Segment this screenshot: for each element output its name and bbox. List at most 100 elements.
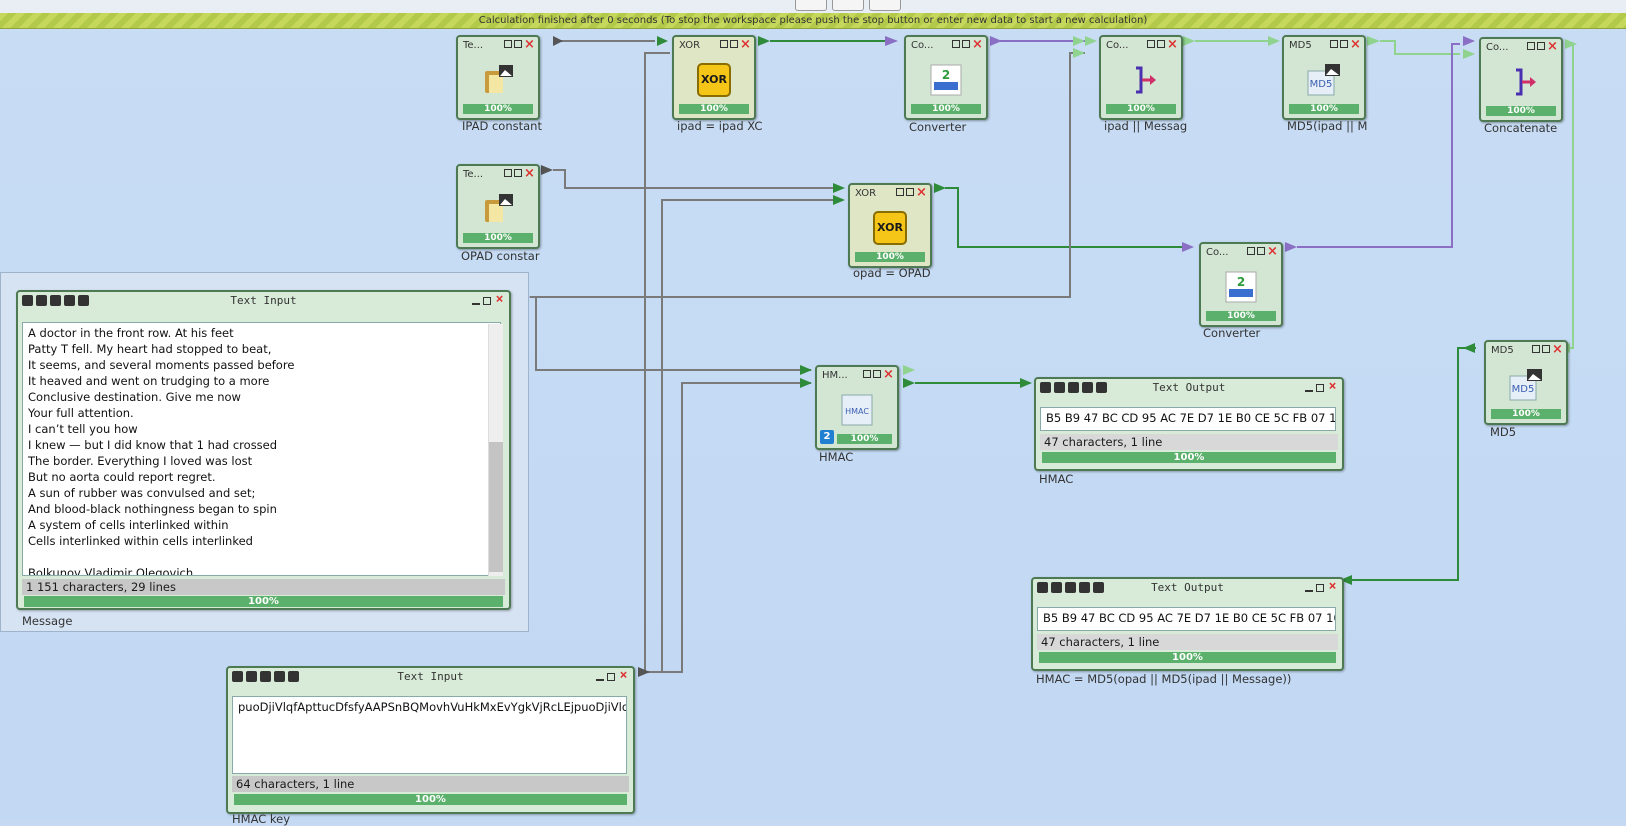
close-icon[interactable]: × [1328, 379, 1337, 394]
node-progress: 100% [1491, 409, 1561, 419]
wire-key-to-xor1 [644, 52, 670, 673]
gear-icon[interactable] [36, 295, 47, 306]
hmac-node[interactable]: HM... × HMAC 2 100% [815, 365, 899, 450]
minimize-icon[interactable] [1330, 40, 1338, 48]
help-icon[interactable] [288, 671, 299, 682]
minimize-icon[interactable] [596, 678, 604, 681]
message-textarea[interactable]: A doctor in the front row. At his feet P… [22, 322, 501, 576]
md5-final-node[interactable]: MD5 × MD5 100% [1484, 340, 1568, 425]
maximize-icon[interactable] [906, 188, 914, 196]
close-icon[interactable]: × [1350, 37, 1361, 52]
minimize-icon[interactable] [1532, 345, 1540, 353]
image-icon[interactable] [232, 671, 243, 682]
maximize-icon[interactable] [962, 40, 970, 48]
node-title: HM... [822, 370, 848, 381]
gear-icon[interactable] [1054, 382, 1065, 393]
close-icon[interactable]: × [495, 292, 504, 307]
maximize-icon[interactable] [1316, 583, 1324, 592]
image-icon[interactable] [1040, 382, 1051, 393]
opad-constant-node[interactable]: Te... × 100% [456, 164, 540, 249]
list-icon[interactable] [50, 295, 61, 306]
maximize-icon[interactable] [1157, 40, 1165, 48]
maximize-icon[interactable] [1316, 383, 1324, 392]
ipad-constant-node[interactable]: Te... × 100% [456, 35, 540, 120]
maximize-icon[interactable] [514, 169, 522, 177]
minimize-icon[interactable] [896, 188, 904, 196]
concatenate-node[interactable]: Co... × 100% [1479, 37, 1563, 122]
upload-icon[interactable] [795, 0, 827, 11]
minimize-icon[interactable] [472, 302, 480, 305]
close-icon[interactable]: × [1328, 579, 1337, 594]
list-icon[interactable] [1068, 382, 1079, 393]
minimize-icon[interactable] [504, 40, 512, 48]
output-textbox[interactable]: B5 B9 47 BC CD 95 AC 7E D7 1E B0 CE 5C F… [1037, 607, 1336, 631]
scrollbar[interactable] [488, 324, 503, 576]
minimize-icon[interactable] [1527, 42, 1535, 50]
maximize-icon[interactable] [483, 296, 491, 305]
output-textbox[interactable]: B5 B9 47 BC CD 95 AC 7E D7 1E B0 CE 5C F… [1040, 407, 1336, 431]
list-icon[interactable] [1065, 582, 1076, 593]
wire-message-to-concat [530, 52, 1085, 298]
clipboard-icon[interactable] [1082, 382, 1093, 393]
gear-icon[interactable] [246, 671, 257, 682]
close-icon[interactable]: × [1267, 244, 1278, 259]
xor-ipad-node[interactable]: XOR × XOR 100% [672, 35, 756, 120]
minimize-icon[interactable] [863, 370, 871, 378]
help-icon[interactable] [1096, 382, 1107, 393]
close-icon[interactable]: × [972, 37, 983, 52]
maximize-icon[interactable] [873, 370, 881, 378]
close-icon[interactable]: × [524, 37, 535, 52]
concat-ipad-message-node[interactable]: Co... × 100% [1099, 35, 1183, 120]
hmac-text-output[interactable]: Text Output × B5 B9 47 BC CD 95 AC 7E D7… [1034, 377, 1344, 471]
help-icon[interactable] [78, 295, 89, 306]
panel-toolbar [1037, 582, 1104, 593]
clipboard-icon[interactable] [274, 671, 285, 682]
converter-node[interactable]: Co... × 2 100% [1199, 242, 1283, 327]
panel-caption: Message [22, 614, 73, 628]
close-icon[interactable]: × [740, 37, 751, 52]
maximize-icon[interactable] [607, 672, 615, 681]
clipboard-icon[interactable] [64, 295, 75, 306]
message-text-input[interactable]: Text Input × A doctor in the front row. … [16, 290, 511, 610]
hmac-key-text-input[interactable]: Text Input × puoDjiVlqfApttucDfsfyAAPSnB… [226, 666, 635, 814]
minimize-icon[interactable] [1305, 589, 1313, 592]
maximize-icon[interactable] [1542, 345, 1550, 353]
forward-icon[interactable] [869, 0, 901, 11]
list-icon[interactable] [260, 671, 271, 682]
minimize-icon[interactable] [952, 40, 960, 48]
gear-icon[interactable] [1051, 582, 1062, 593]
minimize-icon[interactable] [504, 169, 512, 177]
maximize-icon[interactable] [730, 40, 738, 48]
help-icon[interactable] [1093, 582, 1104, 593]
node-caption: Concatenate [1484, 121, 1558, 135]
settings-badge[interactable]: 2 [820, 430, 834, 444]
panel-title: Text Input [397, 670, 464, 683]
md5-ipad-message-node[interactable]: MD5 × MD5 100% [1282, 35, 1366, 120]
converter-node[interactable]: Co... × 2 100% [904, 35, 988, 120]
close-icon[interactable]: × [1547, 39, 1558, 54]
image-icon[interactable] [1037, 582, 1048, 593]
close-icon[interactable]: × [883, 367, 894, 382]
maximize-icon[interactable] [1257, 247, 1265, 255]
camera-icon[interactable] [832, 0, 864, 11]
scrollbar-thumb[interactable] [489, 442, 503, 572]
close-icon[interactable]: × [619, 668, 628, 683]
manual-hmac-text-output[interactable]: Text Output × B5 B9 47 BC CD 95 AC 7E D7… [1031, 577, 1344, 671]
minimize-icon[interactable] [1247, 247, 1255, 255]
minimize-icon[interactable] [1147, 40, 1155, 48]
panel-title: Text Output [1152, 381, 1226, 394]
image-icon[interactable] [22, 295, 33, 306]
maximize-icon[interactable] [1537, 42, 1545, 50]
close-icon[interactable]: × [1552, 342, 1563, 357]
minimize-icon[interactable] [720, 40, 728, 48]
clipboard-icon[interactable] [1079, 582, 1090, 593]
xor-opad-node[interactable]: XOR × XOR 100% [848, 183, 932, 268]
close-icon[interactable]: × [524, 166, 535, 181]
close-icon[interactable]: × [916, 185, 927, 200]
key-textarea[interactable]: puoDjiVlqfApttucDfsfyAAPSnBQMovhVuHkMxEv… [232, 696, 627, 774]
minimize-icon[interactable] [1305, 389, 1313, 392]
close-icon[interactable]: × [1167, 37, 1178, 52]
maximize-icon[interactable] [514, 40, 522, 48]
maximize-icon[interactable] [1340, 40, 1348, 48]
